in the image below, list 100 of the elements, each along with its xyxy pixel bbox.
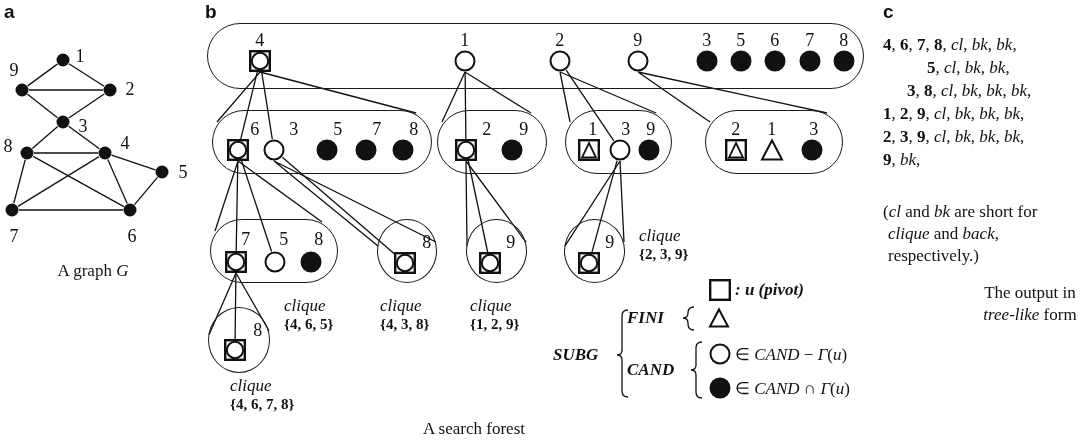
- vertex-number: 9: [633, 30, 643, 49]
- graph-edge: [27, 63, 58, 87]
- vertex-number: 5: [279, 229, 289, 248]
- output-sequence: 2, 3, 9, cl, bk, bk, bk,: [883, 128, 1025, 147]
- tree-branch: [234, 272, 237, 340]
- open-vertex: [608, 138, 631, 161]
- vertex-number: 9: [9, 61, 19, 79]
- clique-label: clique: [380, 296, 422, 316]
- vertex-number: 6: [770, 30, 780, 49]
- set-name: FINI: [627, 309, 664, 328]
- vertex-number: 5: [333, 119, 343, 138]
- tree-branch: [235, 160, 239, 252]
- expansion-fan-lines: [441, 71, 532, 123]
- boxed-circle-vertex: [224, 250, 247, 273]
- output-sequence: 4, 6, 7, 8, cl, bk, bk,: [883, 36, 1017, 55]
- output-sequence: 5, cl, bk, bk,: [927, 59, 1010, 78]
- filled-vertex: [123, 203, 137, 217]
- open-vertex: [548, 49, 571, 72]
- filled-vertex: [20, 146, 34, 160]
- graph-edge: [18, 209, 124, 211]
- filled-vertex: [729, 49, 752, 72]
- open-vertex: [453, 49, 476, 72]
- filled-vertex: [800, 138, 823, 161]
- set-name: CAND: [627, 361, 675, 380]
- vertex-number: 3: [702, 30, 712, 49]
- open-vertex: [263, 250, 286, 273]
- vertex-number: 8: [409, 119, 419, 138]
- graph-edge: [13, 159, 26, 204]
- tree-branch: [261, 71, 273, 140]
- filled-vertex: [391, 138, 414, 161]
- expansion-fan-lines: [564, 160, 625, 247]
- legend-text: ∈ CAND ∩ Γ(u): [735, 377, 850, 399]
- vertex-number: 2: [555, 30, 565, 49]
- boxed-circle-vertex: [454, 138, 477, 161]
- boxed-circle-vertex: [577, 251, 600, 274]
- open-vertex: [626, 49, 649, 72]
- vertex-number: 1: [460, 30, 470, 49]
- expansion-fan-lines: [214, 160, 323, 232]
- tree-branch: [240, 159, 273, 253]
- vertex-number: 2: [125, 80, 135, 98]
- vertex-set: {1, 2, 9}: [470, 315, 520, 333]
- filled-vertex: [637, 138, 660, 161]
- set-name: SUBG: [553, 346, 599, 365]
- open-vertex: [262, 138, 285, 161]
- vertex-number: 2: [482, 119, 492, 138]
- vertex-set: {4, 6, 7, 8}: [230, 395, 295, 413]
- vertex-number: 6: [127, 227, 137, 245]
- panel-letter: a: [4, 2, 15, 23]
- vertex-number: 9: [646, 119, 656, 138]
- graph-edge: [107, 158, 128, 205]
- filled-vertex: [299, 250, 322, 273]
- panel-letter: b: [205, 2, 217, 23]
- graph-edge: [111, 154, 156, 171]
- caption: A graph G: [57, 262, 129, 281]
- vertex-number: 9: [605, 232, 615, 251]
- filled-vertex: [500, 138, 523, 161]
- tree-branch: [565, 69, 615, 142]
- vertex-number: 7: [372, 119, 382, 138]
- clique-label: clique: [470, 296, 512, 316]
- clique-label: clique: [284, 296, 326, 316]
- graph-edge: [28, 89, 104, 91]
- filled-vertex: [103, 83, 117, 97]
- footnote: (cl and bk are short for clique and back, respectively.): [883, 201, 1039, 267]
- caption: A search forest: [423, 420, 525, 439]
- vertex-number: 7: [241, 229, 251, 248]
- vertex-number: 5: [736, 30, 746, 49]
- boxed-circle-vertex: [248, 49, 271, 72]
- graph-edge: [31, 125, 59, 150]
- boxed-circle-vertex: [393, 251, 416, 274]
- triangle-vertex: [760, 138, 783, 161]
- vertex-number: 7: [9, 227, 19, 245]
- clique-label: clique: [639, 226, 681, 246]
- output-sequence: 1, 2, 9, cl, bk, bk, bk,: [883, 105, 1025, 124]
- vertex-number: 4: [120, 134, 130, 152]
- vertex-number: 3: [289, 119, 299, 138]
- boxed-circle-vertex: [478, 251, 501, 274]
- output-sequence: 3, 8, cl, bk, bk, bk,: [907, 82, 1032, 101]
- vertex-set: {4, 6, 5}: [284, 315, 334, 333]
- tree-branch: [467, 160, 489, 253]
- graph-edge: [32, 155, 125, 208]
- graph-edge: [133, 176, 159, 206]
- legend-text: : u (pivot): [735, 280, 804, 300]
- vertex-number: 8: [422, 232, 432, 251]
- filled-vertex: [832, 49, 855, 72]
- filled-vertex: [56, 115, 70, 129]
- vertex-number: 4: [255, 30, 265, 49]
- graph-edge: [68, 93, 105, 119]
- filled-vertex: [354, 138, 377, 161]
- filled-vertex: [56, 53, 70, 67]
- vertex-number: 2: [731, 119, 741, 138]
- graph-edge: [68, 63, 105, 87]
- filled-vertex: [695, 49, 718, 72]
- filled-vertex: [155, 165, 169, 179]
- vertex-number: 3: [621, 119, 631, 138]
- tree-branch: [240, 71, 258, 140]
- graph-edge: [33, 152, 99, 154]
- vertex-number: 3: [78, 117, 88, 135]
- vertex-number: 7: [805, 30, 815, 49]
- expansion-fan-lines: [637, 71, 828, 123]
- expansion-fan-lines: [216, 71, 417, 123]
